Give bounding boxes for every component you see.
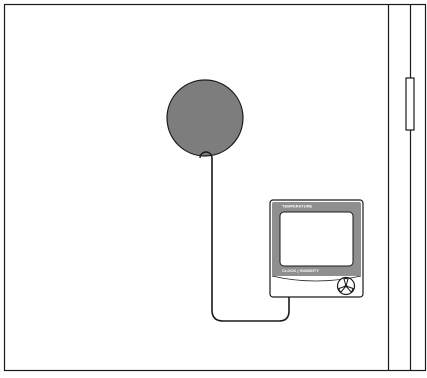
thermo-hygrometer-device: TEMPERATURE CLOCK | HUMIDITY bbox=[269, 199, 364, 298]
hinge bbox=[405, 77, 415, 131]
device-bottom-label: CLOCK | HUMIDITY bbox=[282, 268, 319, 273]
device-screen bbox=[279, 211, 354, 267]
round-sensor bbox=[166, 79, 244, 157]
device-top-label: TEMPERATURE bbox=[282, 204, 312, 209]
sensor-cable-port bbox=[199, 151, 213, 159]
device-lower-curve bbox=[271, 275, 362, 282]
fan-icon bbox=[336, 276, 356, 296]
wall-panel bbox=[3, 3, 427, 372]
sensor-cable bbox=[211, 157, 290, 322]
